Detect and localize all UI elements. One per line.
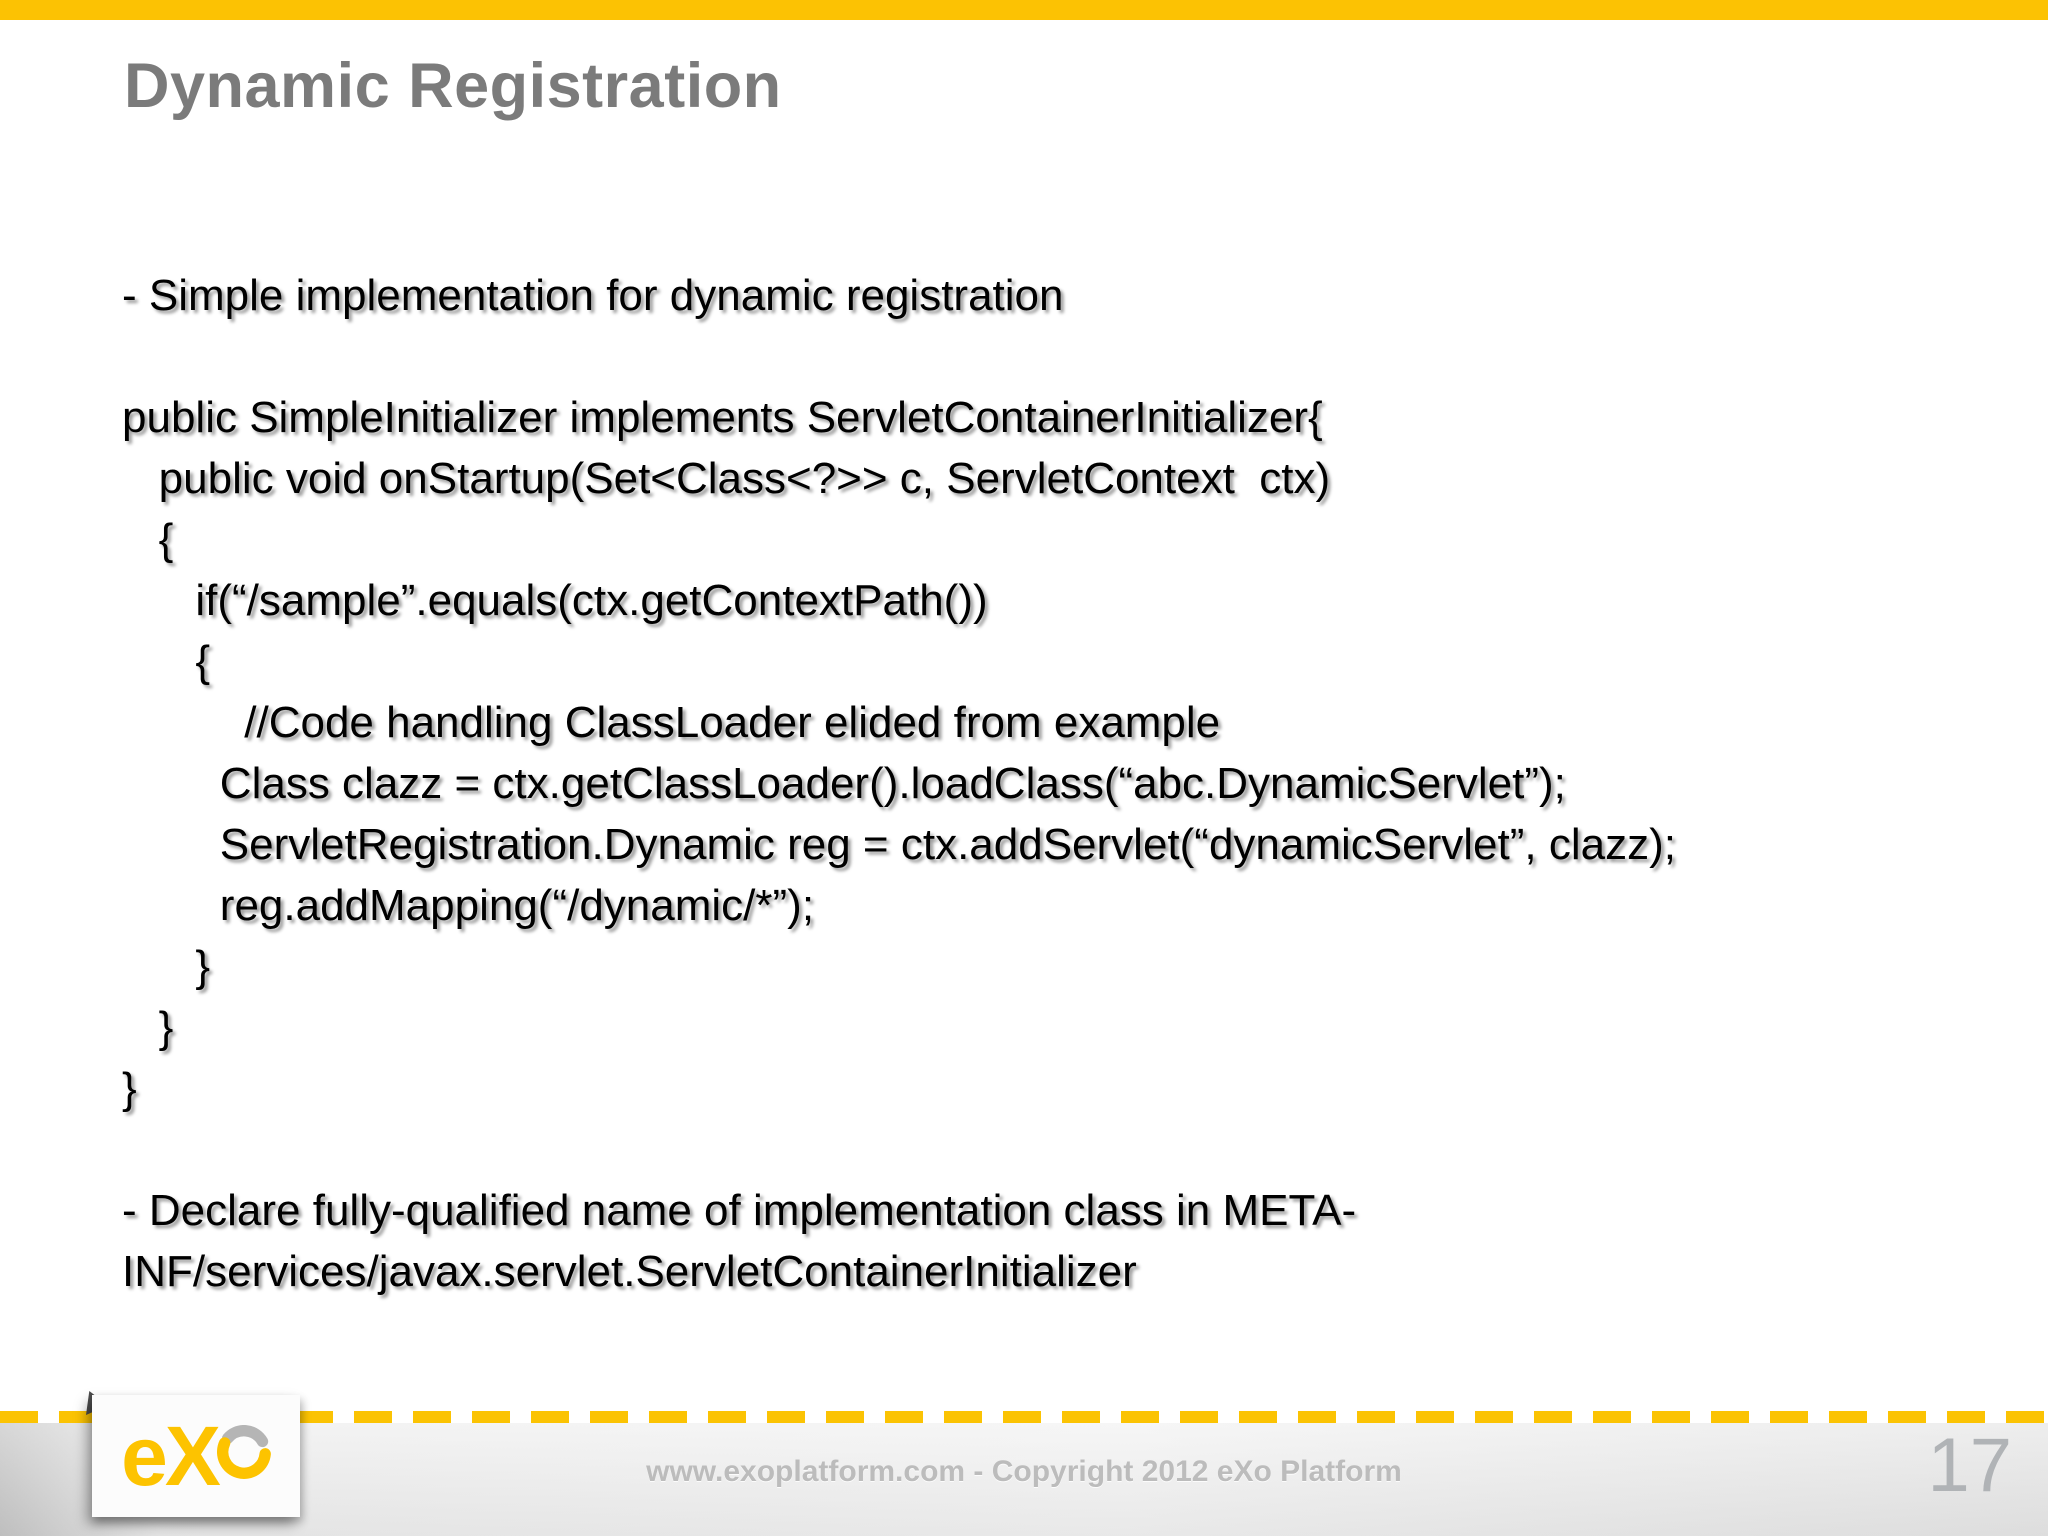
copyright-text: www.exoplatform.com - Copyright 2012 eXo…: [646, 1455, 1402, 1488]
slide-title: Dynamic Registration: [124, 51, 782, 121]
top-accent-bar: [0, 0, 2048, 20]
footer-background: [0, 1423, 2048, 1536]
exo-logo-letter-x: X: [164, 1409, 221, 1504]
exo-logo-o-icon: [216, 1425, 271, 1479]
bullet-declare: - Declare fully-qualified name of implem…: [122, 1186, 1357, 1296]
page-fold-icon: [86, 1391, 108, 1415]
exo-logo-letter-e: e: [121, 1409, 168, 1504]
dashed-divider: [0, 1411, 2048, 1423]
exo-logo-card: e X: [92, 1395, 300, 1517]
code-block: public SimpleInitializer implements Serv…: [122, 393, 1676, 1113]
bullet-intro: - Simple implementation for dynamic regi…: [122, 271, 1064, 320]
page-number: 17: [1927, 1423, 2012, 1508]
